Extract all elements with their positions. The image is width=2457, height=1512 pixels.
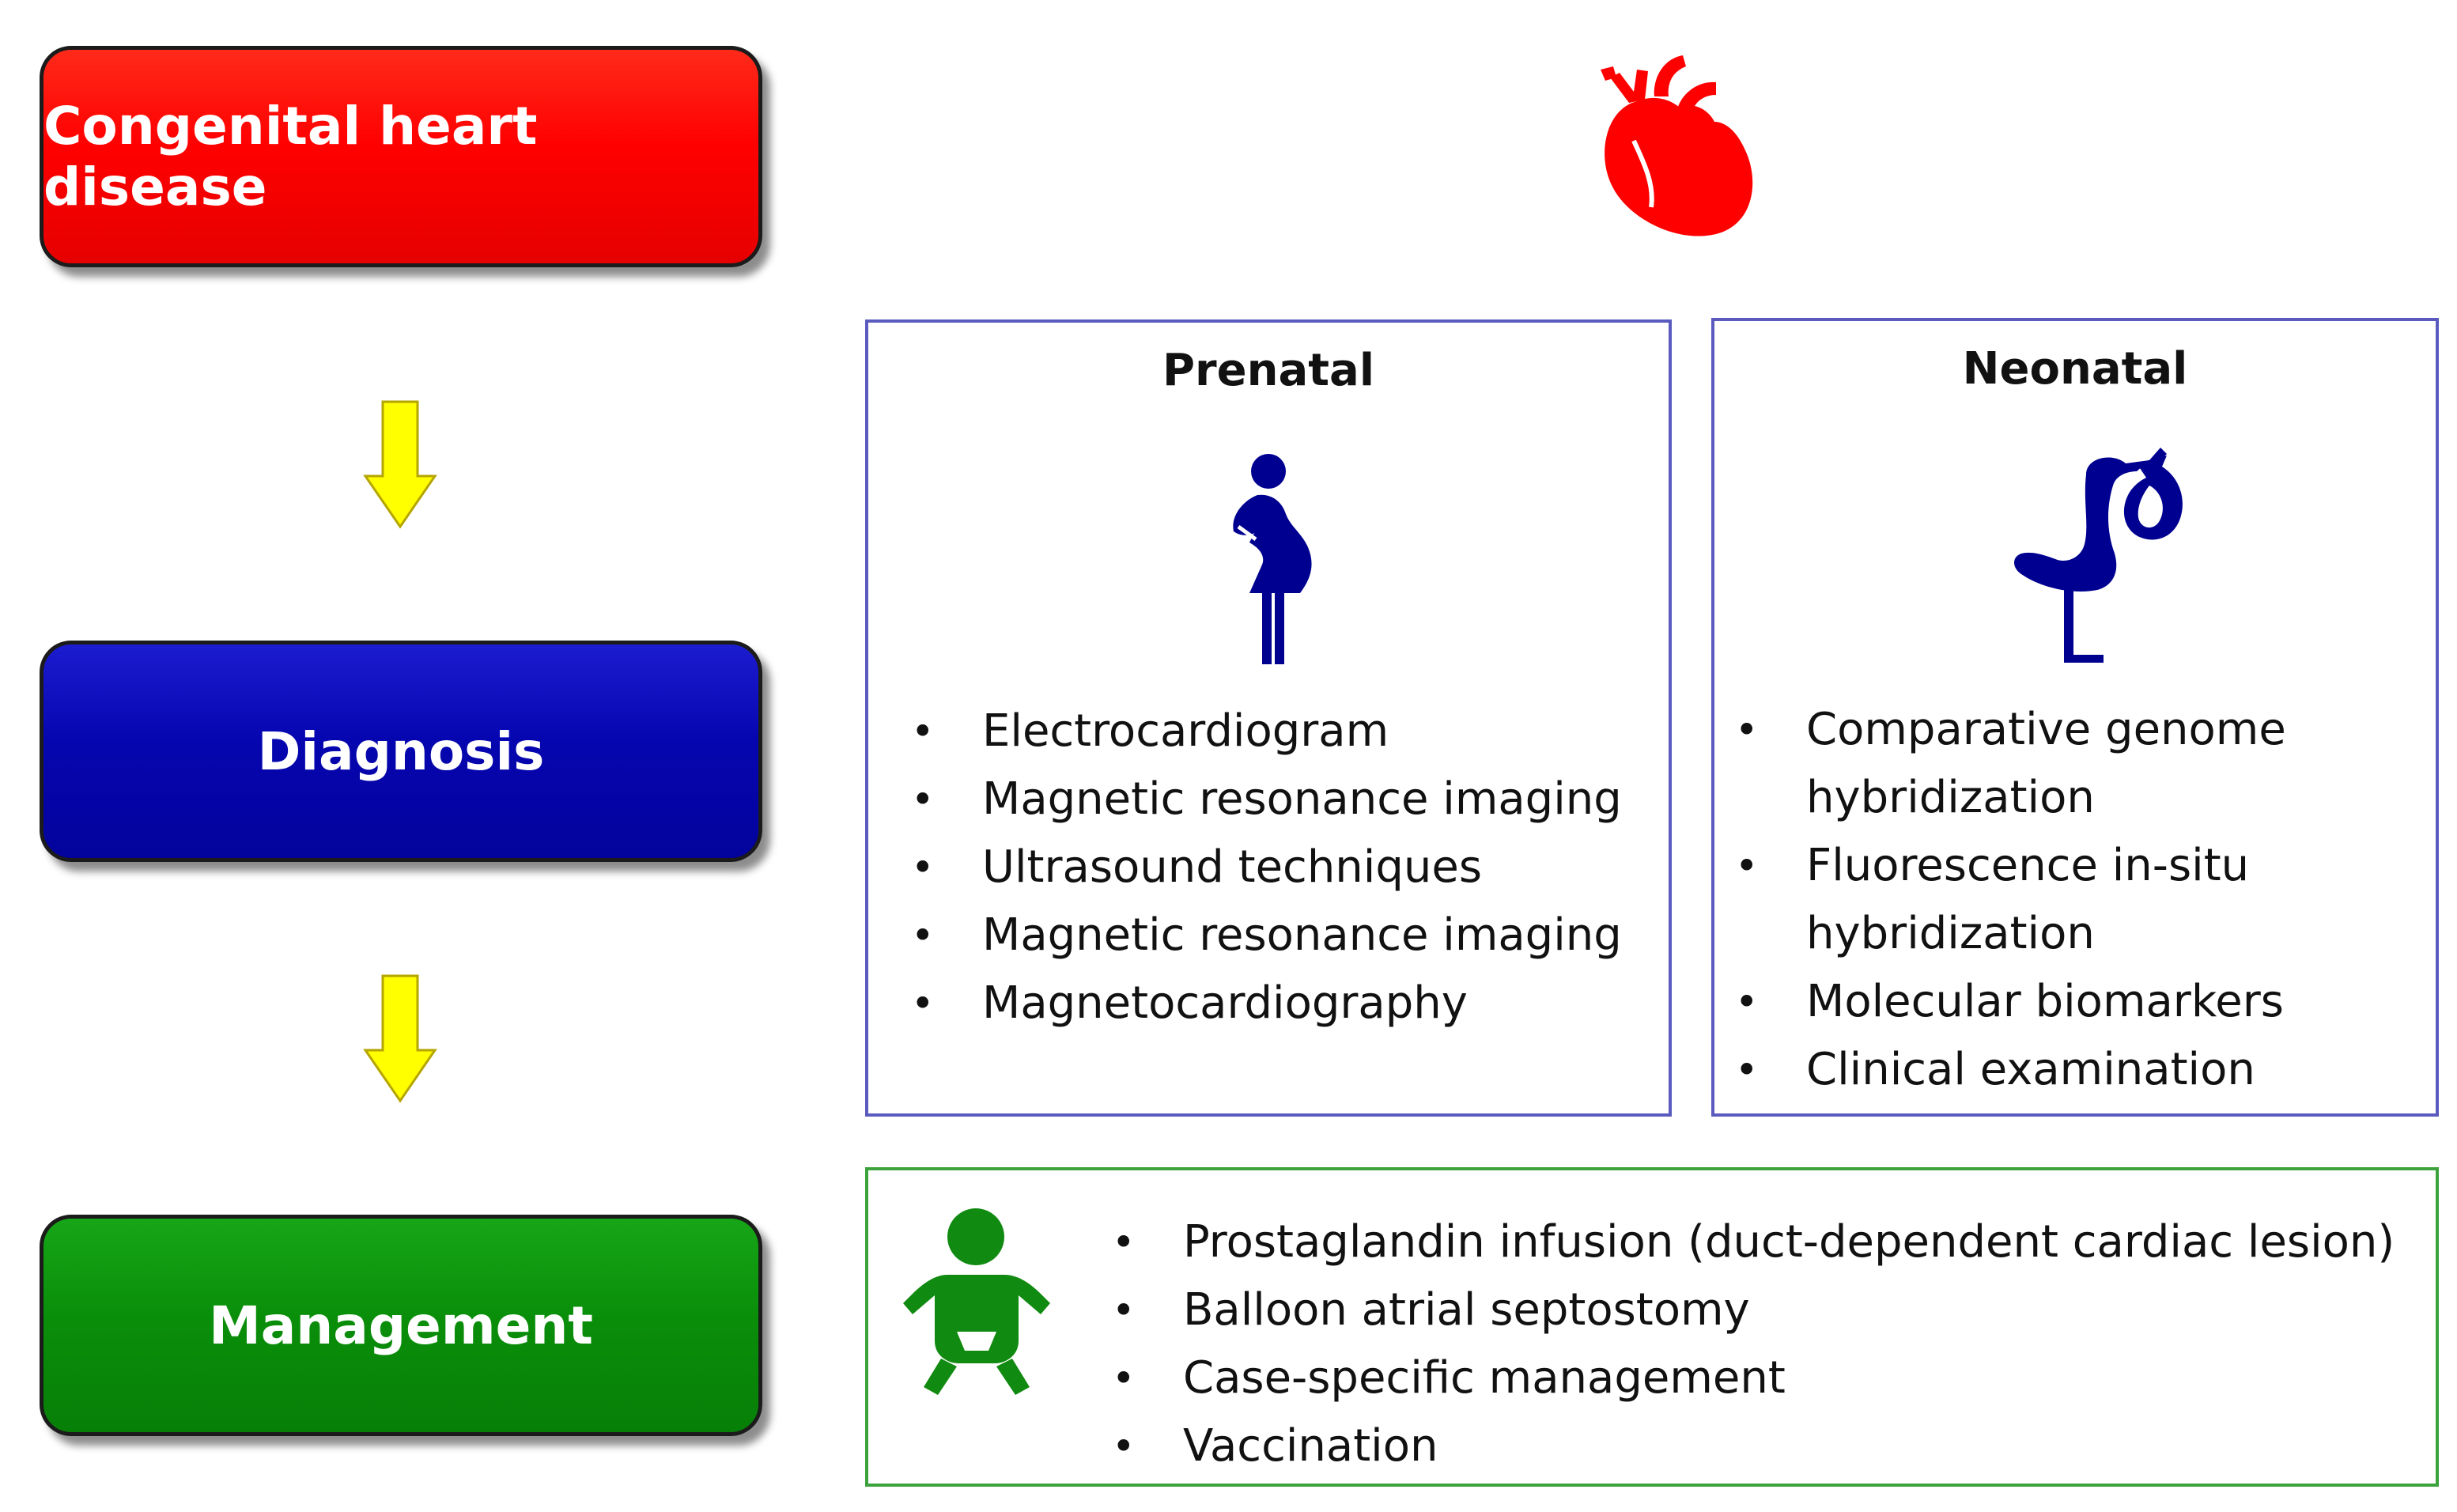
panel-title-prenatal: Prenatal xyxy=(1162,345,1375,396)
baby-icon xyxy=(903,1208,1050,1395)
heart-icon xyxy=(1601,55,1753,236)
stage-label: Diagnosis xyxy=(257,720,545,782)
list-item: Clinical examination xyxy=(1735,1036,2376,1104)
list-item: Comparative genome hybridization xyxy=(1735,696,2376,832)
list-item: Balloon atrial septostomy xyxy=(1112,1276,2395,1344)
stage-congenital-heart-disease: Congenital heart disease xyxy=(40,46,762,267)
panel-title-neonatal: Neonatal xyxy=(1962,343,2188,395)
stage-label: Management xyxy=(209,1295,593,1356)
list-item: Molecular biomarkers xyxy=(1735,968,2376,1036)
management-list: Prostaglandin infusion (duct-dependent c… xyxy=(1112,1208,2395,1480)
pregnant-woman-icon xyxy=(1233,454,1312,664)
prenatal-panel: Prenatal ElectrocardiogramMagnetic reson… xyxy=(865,319,1672,1117)
management-panel: Prostaglandin infusion (duct-dependent c… xyxy=(865,1167,2439,1487)
arrow-down-icon xyxy=(363,400,437,529)
neonatal-panel: Neonatal Comparative genome hybridizatio… xyxy=(1711,318,2439,1117)
list-item: Ultrasound techniques xyxy=(911,833,1622,902)
neonatal-list: Comparative genome hybridizationFluoresc… xyxy=(1735,696,2376,1104)
prenatal-list: ElectrocardiogramMagnetic resonance imag… xyxy=(911,697,1622,1038)
stage-label: Congenital heart disease xyxy=(43,96,538,217)
list-item: Case-specific management xyxy=(1112,1344,2395,1412)
list-item: Prostaglandin infusion (duct-dependent c… xyxy=(1112,1208,2395,1276)
list-item: Fluorescence in-situ hybridization xyxy=(1735,832,2376,968)
list-item: Magnetocardiography xyxy=(911,970,1622,1038)
stage-diagnosis: Diagnosis xyxy=(40,641,762,862)
list-item: Magnetic resonance imaging xyxy=(911,765,1622,833)
stage-management: Management xyxy=(40,1215,762,1436)
stork-icon xyxy=(2014,448,2183,663)
list-item: Vaccination xyxy=(1112,1412,2395,1480)
arrow-down-icon xyxy=(363,974,437,1103)
list-item: Electrocardiogram xyxy=(911,697,1622,765)
list-item: Magnetic resonance imaging xyxy=(911,902,1622,970)
